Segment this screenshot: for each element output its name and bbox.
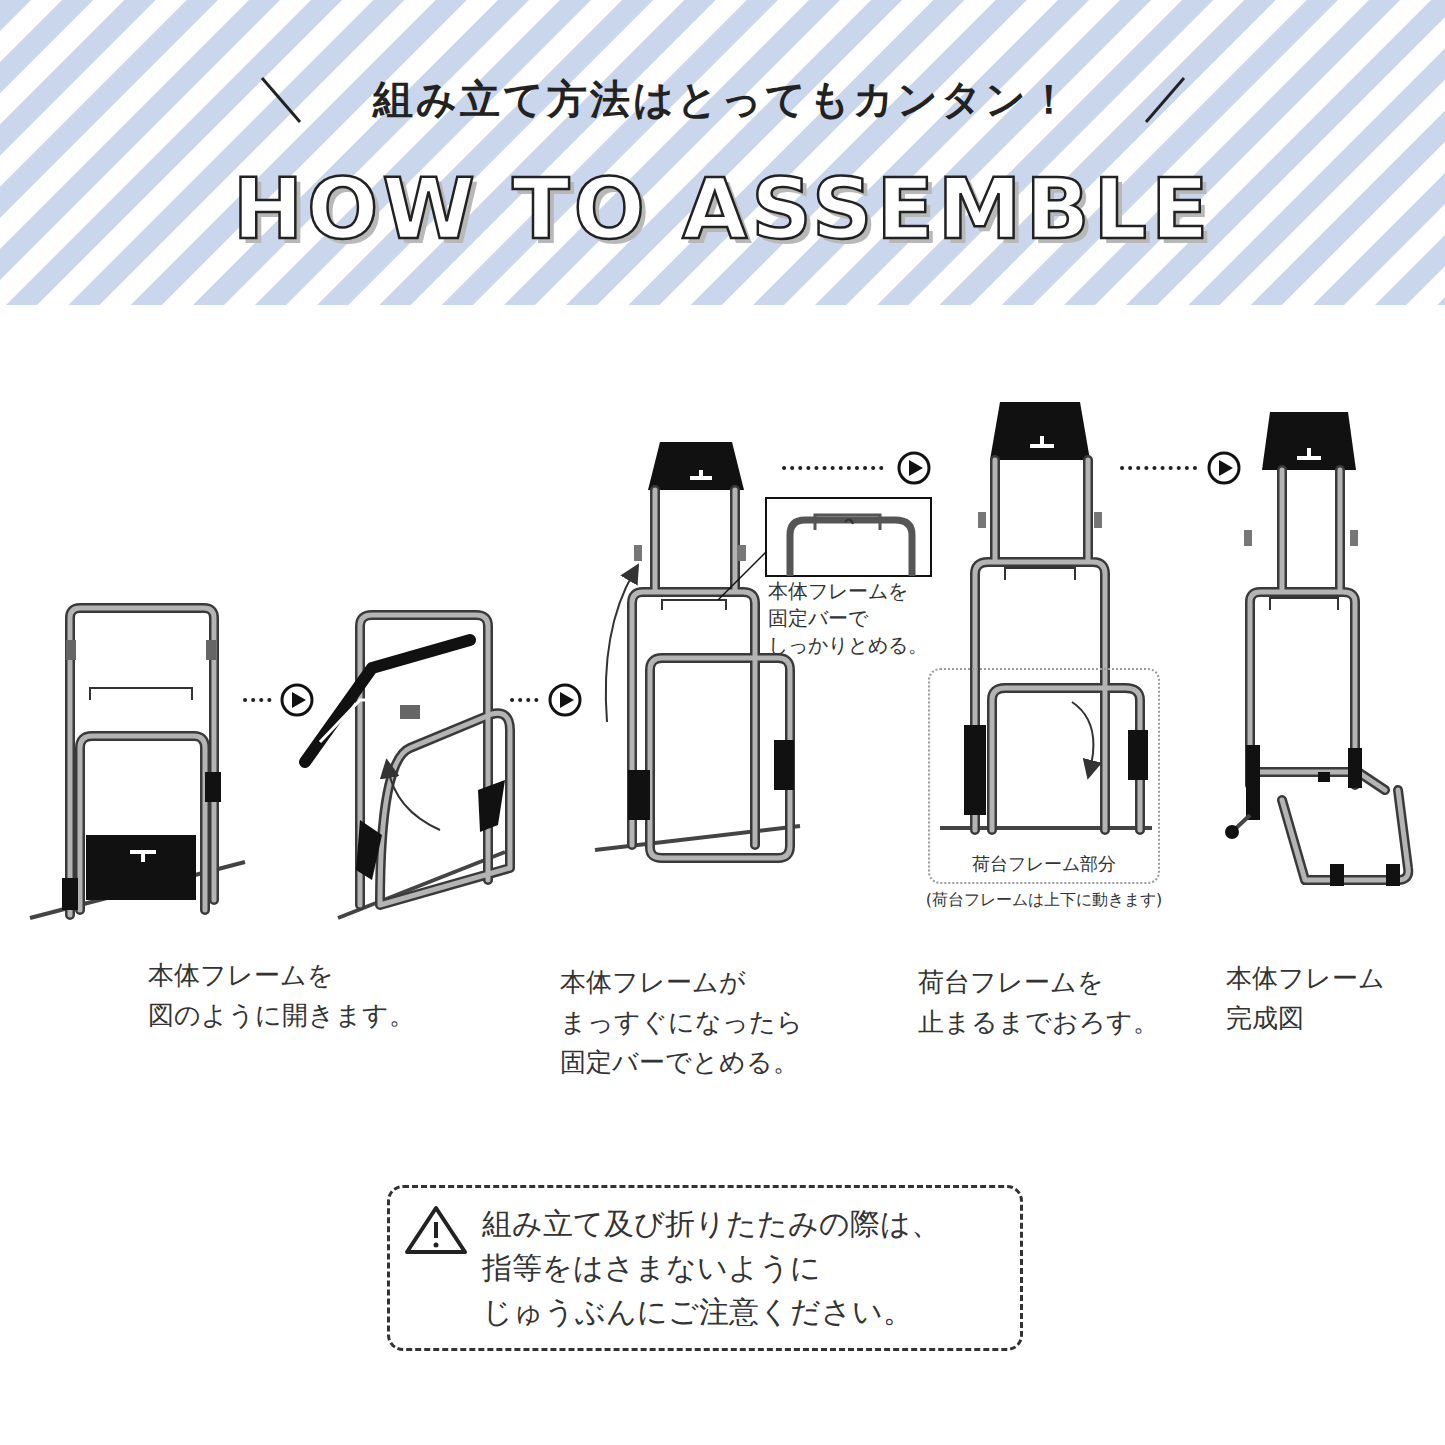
- step-caption: 本体フレームを 図のように開きます。: [148, 955, 478, 1035]
- node-text: 本体フレームを 固定バーで しっかりとめる。: [768, 578, 968, 659]
- step-caption: 本体フレーム 完成図: [1226, 958, 1436, 1038]
- region-box: 荷台フレーム部分(荷台フレームは上下に動きます): [928, 668, 1160, 884]
- step-caption: 荷台フレームを 止まるまでおろす。: [918, 962, 1218, 1042]
- callout-note: 本体フレームを 固定バーで しっかりとめる。: [768, 578, 968, 659]
- page-title: 組み立て方法はとってもカンタン！: [0, 72, 1445, 127]
- heading-en: HOW TO ASSEMBLE: [0, 160, 1445, 258]
- node-text: 組み立て及び折りたたみの際は、 指等をはさまないように じゅうぶんにご注意くださ…: [482, 1202, 1000, 1334]
- warning-box: 組み立て及び折りたたみの際は、 指等をはさまないように じゅうぶんにご注意くださ…: [387, 1185, 1023, 1351]
- step-caption: 本体フレームが まっすぐになったら 固定バーでとめる。: [560, 962, 860, 1082]
- node-text: 荷台フレーム部分: [969, 852, 1119, 876]
- node-text: (荷台フレームは上下に動きます): [926, 890, 1162, 911]
